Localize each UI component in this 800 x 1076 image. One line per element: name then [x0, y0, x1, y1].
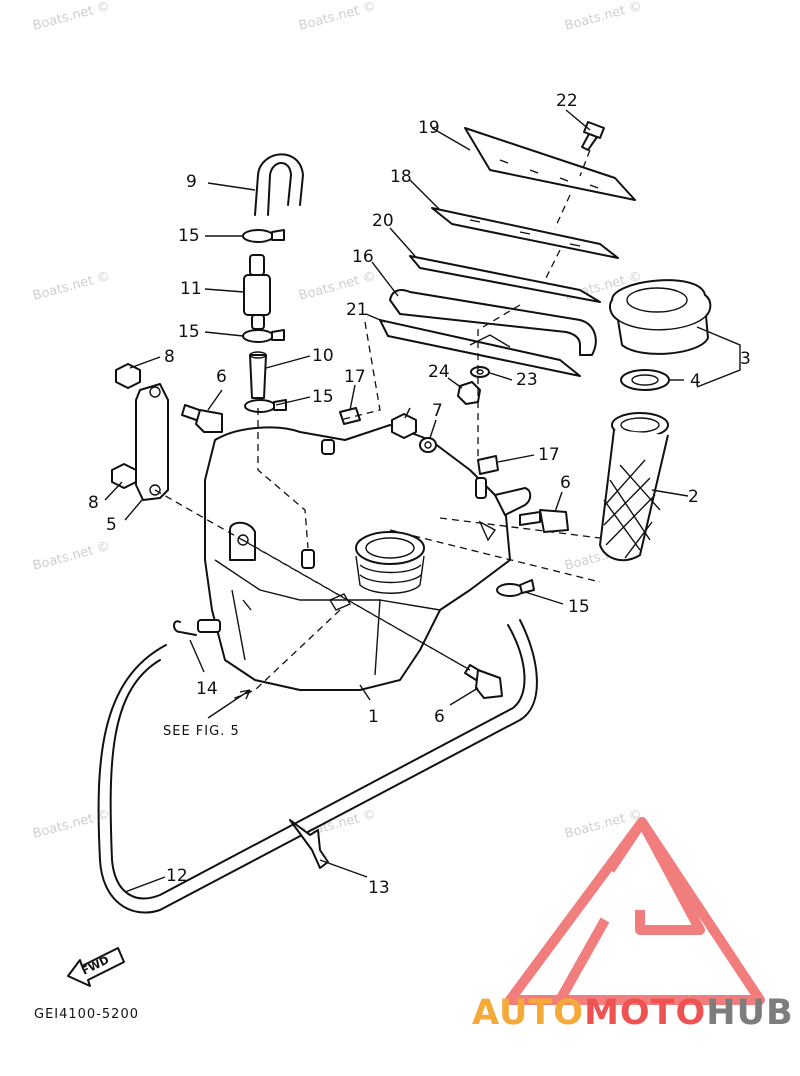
watermarks: Boats.net © Boats.net © Boats.net © Boat…	[31, 0, 643, 842]
clamp-17-b	[477, 455, 499, 475]
washer-23	[470, 366, 490, 378]
breather-hose-9	[254, 153, 304, 216]
washer-7	[419, 437, 437, 453]
bolt-6-b	[519, 509, 569, 533]
bracket-5	[135, 383, 169, 501]
callout-6-b: 6	[560, 473, 571, 493]
hook-14	[173, 619, 221, 636]
callout-8-a: 8	[164, 347, 175, 367]
callout-14: 14	[196, 679, 218, 699]
clamp-15-d	[496, 579, 535, 597]
clamp-15-b	[242, 329, 285, 343]
nut-8-b	[111, 463, 137, 489]
callout-6-c: 6	[434, 707, 445, 727]
diagram-code: GEI4100-5200	[34, 1007, 139, 1022]
callout-17-b: 17	[538, 445, 560, 465]
see-fig-label: SEE FIG. 5	[163, 724, 240, 739]
callout-21: 21	[346, 300, 368, 320]
watermark-3: Boats.net ©	[563, 0, 643, 34]
leader-lines	[104, 109, 741, 893]
callout-19: 19	[418, 118, 440, 138]
callout-22: 22	[556, 91, 578, 111]
callout-20: 20	[372, 211, 394, 231]
bolt-6-c	[464, 664, 503, 699]
watermark-1: Boats.net ©	[31, 0, 111, 34]
callout-13: 13	[368, 878, 390, 898]
assembly-lines	[154, 149, 601, 701]
cap-gasket	[620, 369, 670, 391]
hose-10	[249, 351, 267, 399]
callout-23: 23	[516, 370, 538, 390]
callout-12: 12	[166, 866, 188, 886]
watermark-2: Boats.net ©	[297, 0, 377, 34]
callout-2: 2	[688, 487, 699, 507]
callout-8-b: 8	[88, 493, 99, 513]
nut-8-a	[115, 363, 141, 389]
callout-18: 18	[390, 167, 412, 187]
logo-text-auto: AUTO	[472, 993, 584, 1033]
callout-6-a: 6	[216, 367, 227, 387]
callout-9: 9	[186, 172, 197, 192]
logo-text-hub: HUB	[706, 993, 793, 1033]
watermark-4: Boats.net ©	[31, 269, 111, 304]
callout-15-b: 15	[178, 322, 200, 342]
logo-mark	[505, 817, 765, 1005]
fuel-pickup-filter	[599, 412, 669, 562]
callout-4: 4	[690, 371, 701, 391]
callout-16: 16	[352, 247, 374, 267]
bolt-22	[581, 121, 605, 151]
callout-3: 3	[740, 349, 751, 369]
watermark-5: Boats.net ©	[297, 269, 377, 304]
nut-24	[457, 381, 481, 405]
callout-11: 11	[180, 279, 202, 299]
top-plates	[379, 127, 636, 377]
hose-12	[97, 619, 538, 914]
callout-15-a: 15	[178, 226, 200, 246]
clamp-15-c	[244, 399, 287, 413]
clamp-15-a	[242, 229, 285, 243]
callout-1: 1	[368, 707, 379, 727]
logo-wordmark: AUTOMOTOHUB	[472, 993, 794, 1033]
callout-10: 10	[312, 346, 334, 366]
check-valve-11	[243, 254, 271, 330]
fwd-arrow: FWD	[67, 947, 125, 987]
callout-24: 24	[428, 362, 450, 382]
nut-8-c	[391, 413, 417, 439]
callout-numbers: 1 2 3 4 5 6 6 6 7 8 8 9 10 11 12 13 14 1…	[88, 91, 751, 898]
logo-text-moto: MOTO	[584, 993, 706, 1033]
watermark-7: Boats.net ©	[31, 539, 111, 574]
callout-5: 5	[106, 515, 117, 535]
see-fig-reference: SEE FIG. 5	[163, 689, 251, 739]
clamp-13	[289, 819, 329, 869]
bolt-6-a	[181, 404, 223, 433]
callout-7: 7	[432, 401, 443, 421]
fuel-tank	[204, 424, 532, 691]
automotohub-logo: AUTOMOTOHUB	[472, 817, 794, 1033]
callout-15-d: 15	[568, 597, 590, 617]
callout-15-c: 15	[312, 387, 334, 407]
callout-17-a: 17	[344, 367, 366, 387]
fuel-cap	[609, 279, 712, 355]
